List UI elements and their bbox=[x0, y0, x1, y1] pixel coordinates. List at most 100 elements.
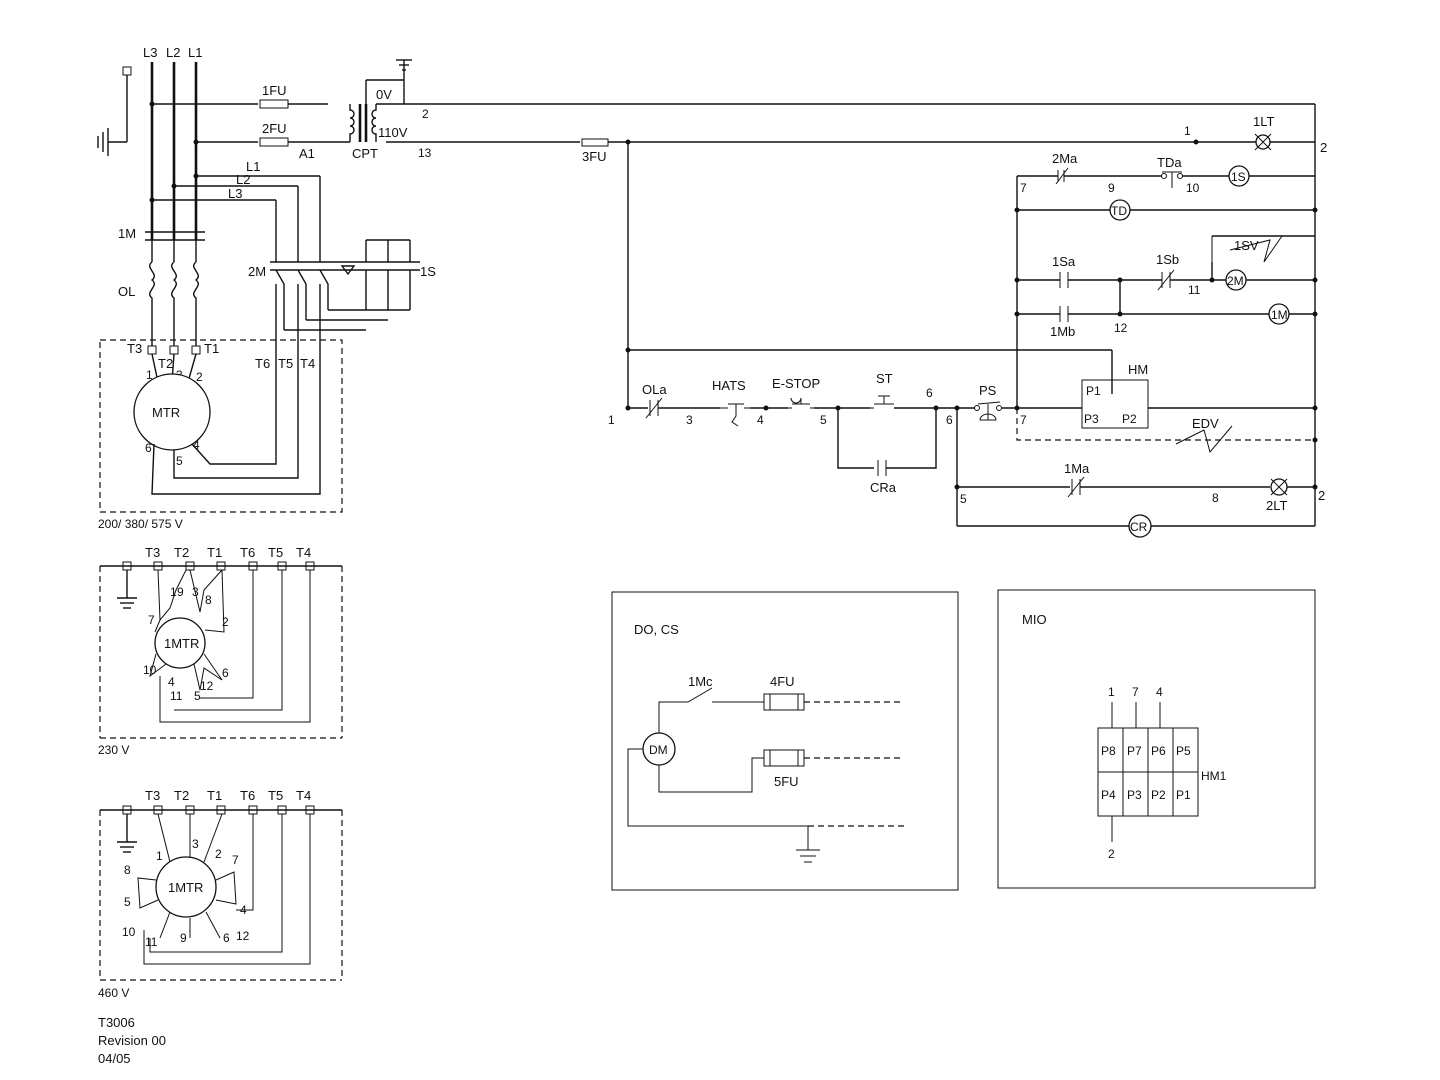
main-voltage-label: 200/ 380/ 575 V bbox=[98, 517, 183, 531]
label-coil-2m: 2M bbox=[1227, 274, 1244, 288]
hm1-p8: P8 bbox=[1101, 744, 1116, 758]
motor-mtr bbox=[133, 373, 211, 451]
label-coil-td: TD bbox=[1111, 204, 1127, 218]
label-4fu: 4FU bbox=[770, 674, 795, 689]
label-1sa: 1Sa bbox=[1052, 254, 1076, 269]
m230-lead-1: 1 bbox=[170, 585, 177, 599]
m230-terminal-t2: T2 bbox=[174, 545, 189, 560]
wire-label-11: 11 bbox=[1188, 283, 1201, 297]
wire-2: 2 bbox=[422, 107, 429, 121]
main-lead-1: 1 bbox=[146, 368, 153, 382]
m230-terminal-t3: T3 bbox=[145, 545, 160, 560]
m230-lead-2: 2 bbox=[222, 615, 229, 629]
main-lead-6: 6 bbox=[145, 441, 152, 455]
hm1-p1: P1 bbox=[1176, 788, 1191, 802]
fuse-3fu bbox=[581, 138, 609, 147]
motor-1mtr-230 bbox=[154, 617, 206, 669]
m460-motor-label: 1MTR bbox=[168, 880, 203, 895]
hm-pin-p1: P1 bbox=[1086, 384, 1101, 398]
panel-do-cs-title: DO, CS bbox=[634, 622, 679, 637]
wire-label-8: 8 bbox=[1212, 491, 1219, 505]
label-2lt: 2LT bbox=[1266, 498, 1287, 513]
m460-lead-11: 11 bbox=[145, 935, 158, 949]
m230-motor-label: 1MTR bbox=[164, 636, 199, 651]
m460-terminal-t3: T3 bbox=[145, 788, 160, 803]
motor-230v-connection: T3 T2 T1 T6 T5 T4 1MTR 1 9 3 8 2 bbox=[98, 545, 343, 757]
label-estop: E-STOP bbox=[772, 376, 820, 391]
wire-label-4: 4 bbox=[757, 413, 764, 427]
label-hm: HM bbox=[1128, 362, 1148, 377]
m230-terminal-t6: T6 bbox=[240, 545, 255, 560]
m460-lead-12: 12 bbox=[236, 929, 250, 943]
motor-box-main bbox=[99, 339, 343, 513]
m460-terminal-t6: T6 bbox=[240, 788, 255, 803]
wire-label-1: 1 bbox=[1184, 124, 1191, 138]
label-1s: 1S bbox=[420, 264, 436, 279]
label-ola: OLa bbox=[642, 382, 667, 397]
drawing-number: T3006 bbox=[98, 1015, 135, 1030]
wire-label-6b: 6 bbox=[946, 413, 953, 427]
label-coil-1s: 1S bbox=[1231, 170, 1246, 184]
main-terminal-t4: T4 bbox=[300, 356, 315, 371]
label-1mc: 1Mc bbox=[688, 674, 713, 689]
revision-date: 04/05 bbox=[98, 1051, 131, 1066]
wire-label-9: 9 bbox=[1108, 181, 1115, 195]
main-motor-circuit: L1 L2 L3 1M OL 2M 1S bbox=[98, 159, 436, 531]
fuse-1fu bbox=[259, 99, 289, 109]
m230-lead-9: 9 bbox=[177, 585, 184, 599]
m460-terminal-t5: T5 bbox=[268, 788, 283, 803]
m460-lead-10: 10 bbox=[122, 925, 136, 939]
m230-voltage-label: 230 V bbox=[98, 743, 129, 757]
panel-do-cs-frame bbox=[611, 591, 959, 891]
label-coil-1m: 1M bbox=[1271, 308, 1288, 322]
label-1ma: 1Ma bbox=[1064, 461, 1090, 476]
mio-pin-2: 2 bbox=[1108, 847, 1115, 861]
m460-lead-5: 5 bbox=[124, 895, 131, 909]
m230-lead-10: 10 bbox=[143, 663, 157, 677]
rail-label-2: 2 bbox=[1320, 140, 1327, 155]
m230-lead-8: 8 bbox=[205, 593, 212, 607]
phase-label-l3: L3 bbox=[143, 45, 157, 60]
wire-label-5: 5 bbox=[820, 413, 827, 427]
hm1-p5: P5 bbox=[1176, 744, 1191, 758]
m460-voltage-label: 460 V bbox=[98, 986, 129, 1000]
label-3fu: 3FU bbox=[582, 149, 607, 164]
m460-lead-6: 6 bbox=[223, 931, 230, 945]
title-block: T3006 Revision 00 04/05 bbox=[98, 1014, 166, 1068]
control-ladder: 1 1LT 2 7 2Ma 9 TDa 10 1S TD bbox=[608, 104, 1327, 538]
label-l2-tap: L2 bbox=[236, 172, 250, 187]
label-st: ST bbox=[876, 371, 893, 386]
wire-label-12: 12 bbox=[1114, 321, 1128, 335]
wire-label-3: 3 bbox=[686, 413, 693, 427]
label-a1: A1 bbox=[299, 146, 315, 161]
label-l1-tap: L1 bbox=[246, 159, 260, 174]
panel-mio-title: MIO bbox=[1022, 612, 1047, 627]
label-1fu: 1FU bbox=[262, 83, 287, 98]
fuse-2fu bbox=[259, 137, 289, 147]
m460-lead-3: 3 bbox=[192, 837, 199, 851]
hm1-label: HM1 bbox=[1201, 769, 1227, 783]
main-lead-5: 5 bbox=[176, 454, 183, 468]
label-2fu: 2FU bbox=[262, 121, 287, 136]
m230-lead-7: 7 bbox=[148, 613, 155, 627]
m460-terminal-t2: T2 bbox=[174, 788, 189, 803]
panel-do-cs: DO, CS DM 1Mc 4FU 5FU bbox=[611, 591, 959, 891]
main-terminal-t1: T1 bbox=[204, 341, 219, 356]
label-1lt: 1LT bbox=[1253, 114, 1274, 129]
main-terminal-t3: T3 bbox=[127, 341, 142, 356]
main-terminal-t5: T5 bbox=[278, 356, 293, 371]
label-l3-tap: L3 bbox=[228, 186, 242, 201]
wire-label-5b: 5 bbox=[960, 492, 967, 506]
wire-label-6: 6 bbox=[926, 386, 933, 400]
label-1mb: 1Mb bbox=[1050, 324, 1075, 339]
m460-lead-4: 4 bbox=[240, 903, 247, 917]
label-0v: 0V bbox=[376, 87, 392, 102]
m230-terminal-t5: T5 bbox=[268, 545, 283, 560]
hour-meter-hm bbox=[1081, 379, 1149, 429]
hm-pin-p2: P2 bbox=[1122, 412, 1137, 426]
hm-pin-p3: P3 bbox=[1084, 412, 1099, 426]
panel-mio: MIO 1 7 4 P8 P7 P6 P5 P4 P3 P2 P1 HM1 2 bbox=[997, 589, 1316, 889]
phase-label-l2: L2 bbox=[166, 45, 180, 60]
m460-lead-2: 2 bbox=[215, 847, 222, 861]
label-ol: OL bbox=[118, 284, 135, 299]
